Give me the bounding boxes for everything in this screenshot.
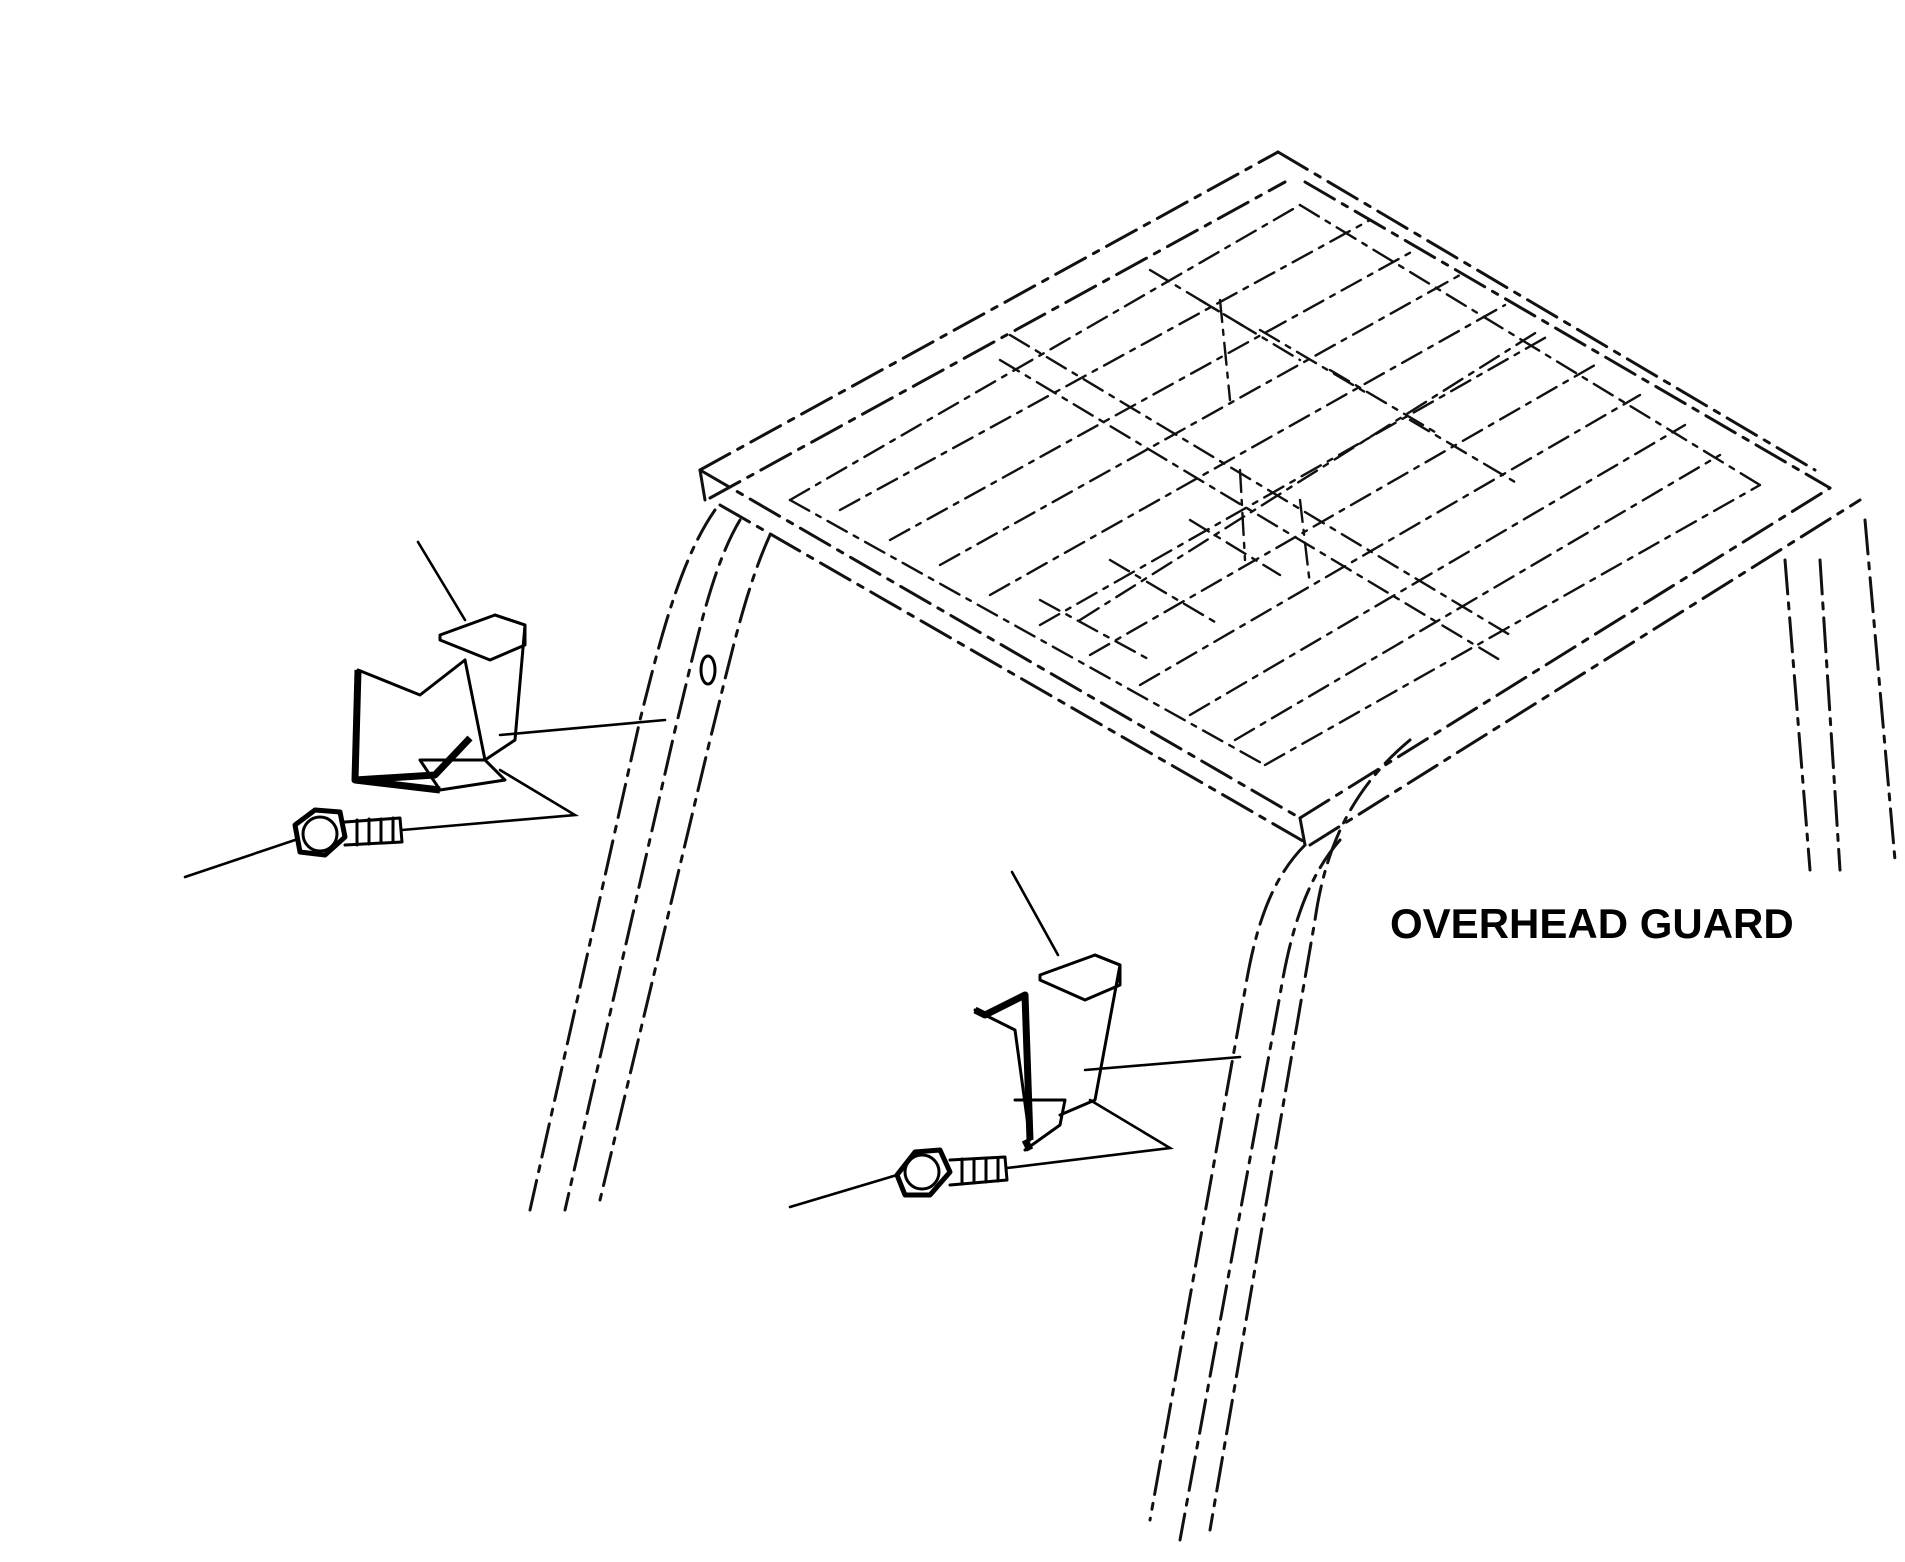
right-bolt-to-bracket-line (1005, 1098, 1174, 1170)
left-bolt-leader (183, 838, 297, 879)
overhead-guard-frame (528, 150, 1897, 1542)
left-bracket-leader (416, 540, 467, 622)
left-bolt-to-bracket-line (400, 768, 580, 832)
left-bolt (292, 807, 404, 858)
right-bracket-leader (1010, 870, 1060, 957)
post-mounting-hole (699, 654, 717, 686)
right-bracket-to-post-line (1083, 1055, 1242, 1072)
right-bracket (973, 953, 1122, 1152)
left-bracket-to-post-line (498, 718, 667, 737)
right-bolt-leader (788, 1173, 899, 1209)
right-bolt (894, 1147, 1009, 1198)
overhead-guard-label: OVERHEAD GUARD (1390, 900, 1794, 947)
left-bracket (351, 613, 527, 794)
